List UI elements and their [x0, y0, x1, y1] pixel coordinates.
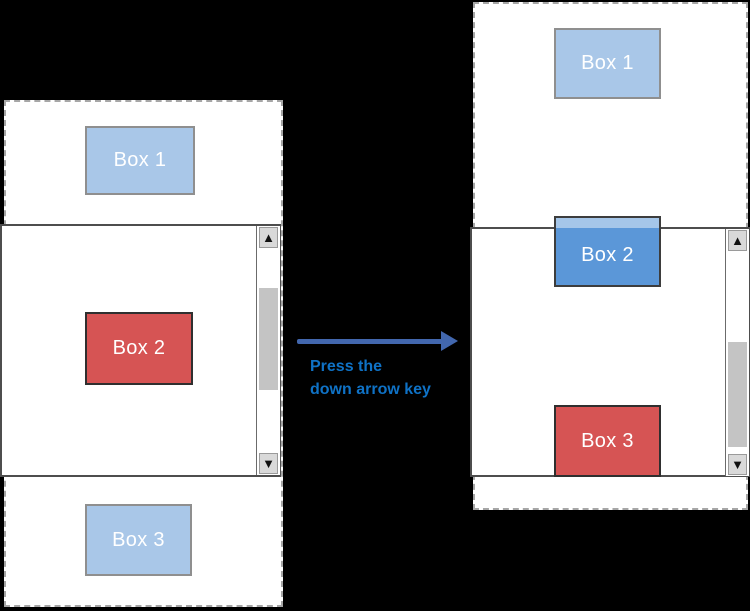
- scroll-up-button[interactable]: ▲: [259, 227, 278, 248]
- scroll-up-button[interactable]: ▲: [728, 230, 747, 251]
- scrollbar-before[interactable]: ▲ ▼: [256, 226, 280, 475]
- scrollbar-thumb[interactable]: [259, 288, 278, 390]
- box2-before-focused: Box 2: [85, 312, 193, 385]
- box3-before: Box 3: [85, 504, 192, 576]
- scrollbar-after[interactable]: ▲ ▼: [725, 229, 749, 476]
- box-label: Box 2: [581, 244, 634, 266]
- up-arrow-icon: ▲: [262, 230, 275, 245]
- box-label: Box 1: [581, 52, 634, 74]
- down-arrow-icon: ▼: [262, 456, 275, 471]
- caption-line1: Press the: [310, 358, 383, 375]
- box-label: Box 1: [113, 149, 167, 171]
- box-label: Box 2: [112, 337, 166, 359]
- up-arrow-icon: ▲: [731, 233, 744, 248]
- box1-before: Box 1: [85, 126, 195, 195]
- box-label: Box 3: [112, 528, 165, 551]
- down-arrow-icon: ▼: [731, 457, 744, 472]
- caption-line2: down arrow key: [310, 381, 431, 398]
- transition-arrow-shaft: [297, 339, 443, 344]
- box2-after: Box 2: [554, 216, 661, 287]
- scroll-down-button[interactable]: ▼: [728, 454, 747, 475]
- scrollbar-thumb[interactable]: [728, 342, 747, 447]
- box2-offscreen-portion: [556, 218, 659, 228]
- scroll-down-button[interactable]: ▼: [259, 453, 278, 474]
- caption: Press the down arrow key: [310, 355, 431, 401]
- box-label: Box 3: [581, 429, 634, 452]
- transition-arrow-head-icon: [441, 331, 458, 351]
- box1-after: Box 1: [554, 28, 661, 99]
- box3-after-focused: Box 3: [554, 405, 661, 477]
